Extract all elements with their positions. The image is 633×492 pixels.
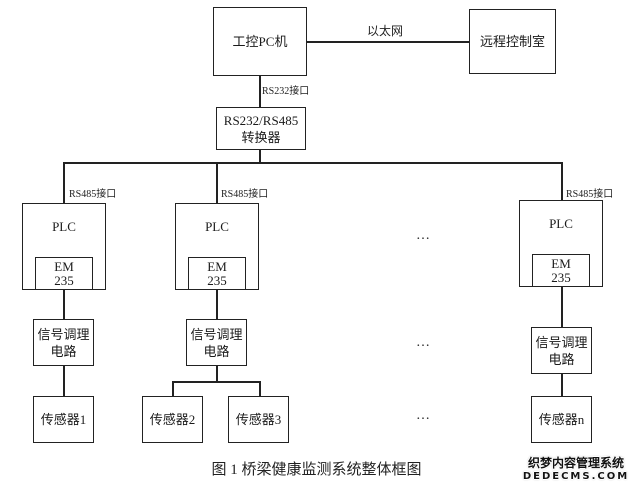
remote-control-room-label: 远程控制室	[479, 34, 545, 49]
branch1-rs485-label: RS485接口	[69, 189, 117, 200]
em235-label-1a: EM	[54, 258, 74, 274]
sensor-node-2: 传感器2	[142, 396, 203, 443]
em235-label-2b: 235	[207, 272, 227, 288]
em235-label-1b: 235	[54, 272, 74, 288]
em235-module-2: EM 235	[188, 257, 246, 290]
remote-control-room-node: 远程控制室	[469, 9, 556, 74]
branch1-bus-drop	[63, 162, 65, 204]
ellipsis-plc-row: …	[416, 228, 431, 243]
signal-label-1a: 信号调理	[37, 326, 90, 342]
em235-module-n: EM 235	[532, 254, 590, 287]
em235-label-nb: 235	[551, 269, 571, 285]
em235-label-na: EM	[551, 255, 571, 271]
ethernet-connector	[307, 41, 470, 43]
rs232-rs485-converter-node: RS232/RS485 转换器	[216, 107, 306, 150]
bus-drop-connector	[259, 150, 261, 163]
signal-label-nb: 电路	[548, 351, 575, 367]
sensor-label-1: 传感器1	[40, 412, 87, 427]
industrial-pc-label: 工控PC机	[232, 34, 288, 49]
rs232-connector	[259, 76, 261, 108]
branch2-sensor2-drop	[172, 381, 174, 397]
branch2-signal-split-connector	[216, 366, 218, 382]
plc-label-2: PLC	[205, 219, 229, 234]
figure-caption: 图 1 桥梁健康监测系统整体框图	[211, 462, 422, 478]
branch2-sensor3-drop	[259, 381, 261, 397]
ellipsis-sensor-row: …	[416, 408, 431, 423]
branchn-em-signal-connector	[561, 287, 563, 328]
signal-conditioning-node-n: 信号调理 电路	[531, 327, 592, 374]
branchn-signal-sensor-connector	[561, 374, 563, 397]
ethernet-label: 以太网	[367, 24, 404, 38]
rs232-label: RS232接口	[262, 86, 310, 97]
plc-label-n: PLC	[549, 216, 573, 231]
branch2-sensor-split	[172, 381, 260, 383]
industrial-pc-node: 工控PC机	[213, 7, 307, 76]
sensor-node-n: 传感器n	[531, 396, 592, 443]
signal-label-na: 信号调理	[535, 334, 588, 350]
signal-conditioning-node-2: 信号调理 电路	[186, 319, 247, 366]
sensor-label-n: 传感器n	[538, 412, 585, 427]
sensor-label-2: 传感器2	[149, 412, 196, 427]
rs485-bus	[63, 162, 562, 164]
branch1-signal-sensor-connector	[63, 366, 65, 397]
plc-label-1: PLC	[52, 219, 76, 234]
ellipsis-signal-row: …	[416, 335, 431, 350]
branch2-bus-drop	[216, 162, 218, 204]
sensor-label-3: 传感器3	[235, 412, 282, 427]
watermark-line1: 织梦内容管理系统	[527, 456, 624, 470]
watermark-line2: DEDECMS.COM	[522, 471, 630, 482]
sensor-node-1: 传感器1	[33, 396, 94, 443]
em235-label-2a: EM	[207, 258, 227, 274]
signal-label-1b: 电路	[50, 343, 77, 359]
sensor-node-3: 传感器3	[228, 396, 289, 443]
branchn-bus-drop	[561, 162, 563, 201]
converter-label-line2: 转换器	[241, 129, 281, 145]
branchn-rs485-label: RS485接口	[566, 189, 614, 200]
branch2-rs485-label: RS485接口	[221, 189, 269, 200]
signal-label-2b: 电路	[203, 343, 230, 359]
signal-label-2a: 信号调理	[190, 326, 243, 342]
signal-conditioning-node-1: 信号调理 电路	[33, 319, 94, 366]
branch2-em-signal-connector	[216, 290, 218, 320]
watermark: 织梦内容管理系统 DEDECMS.COM	[522, 456, 630, 483]
em235-module-1: EM 235	[35, 257, 93, 290]
branch1-em-signal-connector	[63, 290, 65, 320]
converter-label-line1: RS232/RS485	[223, 112, 299, 128]
